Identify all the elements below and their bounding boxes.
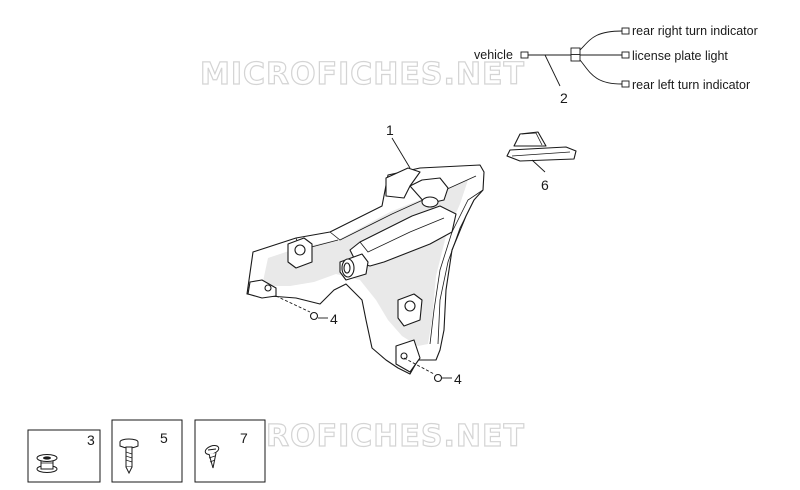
grommet-icon (36, 454, 58, 473)
callout-1: 1 (386, 122, 394, 138)
license-plate-holder-housing: 1 (246, 122, 485, 375)
nut-b: 4 (403, 357, 462, 387)
connector-vehicle-icon (520, 51, 529, 59)
callout-4a: 4 (330, 311, 338, 327)
connector-plate-light-icon (621, 51, 630, 59)
callout-3: 3 (87, 432, 95, 448)
label-rear-left-turn-indicator: rear left turn indicator (632, 78, 750, 92)
nut-a-icon (309, 311, 319, 321)
watermark-top: MICROFICHES.NET (200, 57, 525, 92)
label-license-plate-light: license plate light (632, 49, 728, 63)
connector-left-turn-icon (621, 80, 630, 88)
hardware-box-7: 7 (194, 419, 266, 483)
hardware-box-3: 3 (27, 429, 101, 483)
connector-right-turn-icon (621, 27, 630, 35)
callout-4b: 4 (454, 371, 462, 387)
wiring-harness: vehicle rear right turn indicator licens… (474, 24, 758, 106)
callout-5: 5 (160, 430, 168, 446)
nut-b-icon (433, 373, 443, 383)
callout-7: 7 (240, 430, 248, 446)
callout-6: 6 (541, 177, 549, 193)
label-vehicle: vehicle (474, 48, 513, 62)
clip-part: 6 (506, 131, 577, 193)
callout-2: 2 (560, 90, 568, 106)
tapping-screw-icon (204, 445, 220, 469)
nut-a: 4 (275, 295, 338, 327)
screw-icon (119, 438, 139, 475)
label-rear-right-turn-indicator: rear right turn indicator (632, 24, 758, 38)
hardware-box-5: 5 (111, 419, 183, 483)
